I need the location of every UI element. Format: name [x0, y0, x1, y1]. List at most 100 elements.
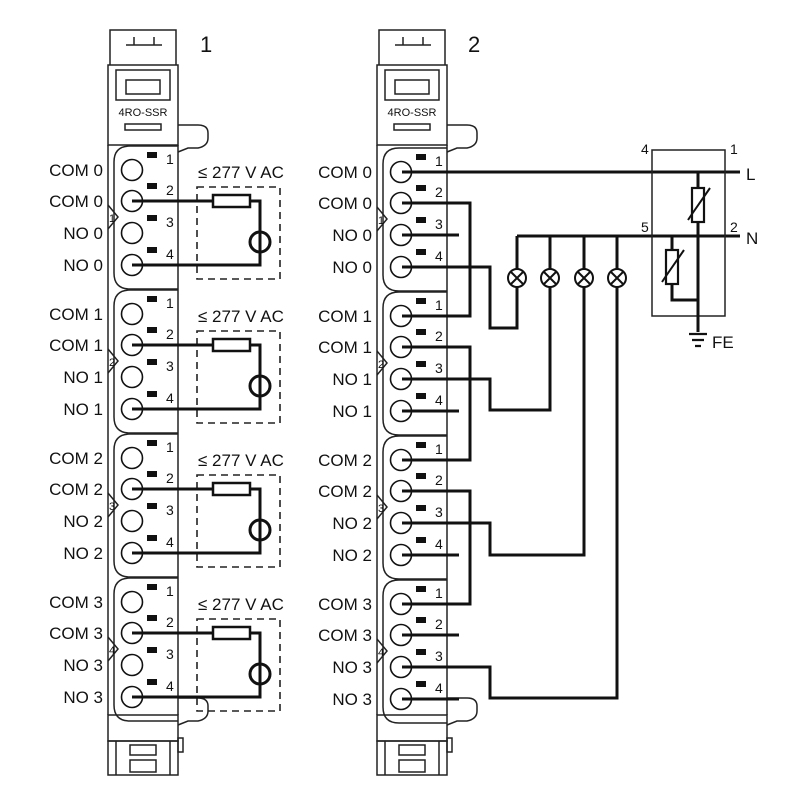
coil-icon [248, 518, 272, 542]
status-led-icon [147, 440, 157, 446]
status-led-icon [147, 247, 157, 253]
latch-housing [376, 64, 448, 146]
terminal-label: NO 3 [63, 656, 103, 675]
resistor-icon [211, 193, 252, 209]
protection-pin-label: 1 [730, 141, 738, 157]
pin-number: 3 [435, 216, 443, 232]
terminal-group [382, 579, 447, 724]
group-number: 1 [378, 215, 384, 227]
group-number: 1 [109, 213, 115, 225]
terminal-clamp [120, 590, 144, 614]
terminal-clamp [120, 509, 144, 533]
ground-icon [689, 332, 707, 348]
com-jumper [402, 489, 472, 606]
voltage-label: ≤ 277 V AC [198, 595, 284, 614]
pin-number: 3 [166, 358, 174, 374]
group-marker-icon [107, 204, 119, 230]
pin-number: 4 [435, 536, 443, 552]
group-number: 4 [109, 645, 115, 657]
bottom-tab [446, 737, 453, 753]
voltage-label: ≤ 277 V AC [198, 307, 284, 326]
pin-number: 4 [166, 534, 174, 550]
status-led-icon [416, 505, 426, 511]
pin-number: 3 [166, 646, 174, 662]
coil-icon [248, 230, 272, 254]
terminal-group [382, 147, 447, 292]
status-led-icon [416, 442, 426, 448]
status-led-icon [147, 215, 157, 221]
status-led-icon [147, 471, 157, 477]
terminal-label: NO 2 [63, 512, 103, 531]
group-marker-icon [107, 636, 119, 662]
label-slot [124, 123, 162, 131]
load-boundary [196, 186, 281, 280]
line-label: L [746, 165, 755, 184]
terminal-label: COM 0 [49, 192, 103, 211]
group-number: 2 [109, 357, 115, 369]
latch-housing [107, 64, 179, 146]
bottom-housing [107, 714, 179, 742]
pin-number: 2 [435, 184, 443, 200]
status-led-icon [147, 647, 157, 653]
status-led-icon [416, 249, 426, 255]
label-slot [393, 123, 431, 131]
resistor-icon [211, 481, 252, 497]
terminal-group [113, 433, 178, 578]
terminal-label: NO 0 [63, 256, 103, 275]
terminal-group [113, 577, 178, 722]
neutral-label: N [746, 229, 758, 248]
surge-protection-box [651, 149, 726, 317]
bottom-grip-icon [129, 759, 157, 773]
pin-number: 3 [166, 214, 174, 230]
status-led-icon [416, 473, 426, 479]
earth-label: FE [712, 333, 734, 352]
varistor-slash [661, 249, 685, 283]
status-led-icon [416, 329, 426, 335]
terminal-clamp [120, 446, 144, 470]
bottom-connector [376, 740, 448, 776]
diagram-1-number: 1 [200, 32, 212, 57]
load-boundary [196, 474, 281, 568]
varistor-slash [687, 187, 711, 221]
pin-number: 2 [435, 328, 443, 344]
side-hook-bottom [177, 697, 209, 726]
bottom-grip-icon [129, 744, 157, 756]
bottom-rails [115, 741, 171, 775]
status-led-icon [416, 361, 426, 367]
terminal-group [382, 435, 447, 580]
pin-number: 1 [435, 441, 443, 457]
status-led-icon [147, 359, 157, 365]
terminal-group [382, 291, 447, 436]
lamp-wire [402, 236, 552, 412]
pin-number: 1 [435, 585, 443, 601]
terminal-label: NO 0 [332, 226, 372, 245]
status-led-icon [416, 154, 426, 160]
com-jumper [402, 345, 472, 462]
group-marker-icon [107, 492, 119, 518]
terminal-label: COM 2 [49, 449, 103, 468]
bottom-grip-icon [398, 744, 426, 756]
terminal-label: NO 0 [332, 258, 372, 277]
status-led-icon [416, 537, 426, 543]
resistor-icon [211, 625, 252, 641]
status-led-icon [416, 185, 426, 191]
module-label: 4RO-SSR [388, 107, 437, 119]
status-led-icon [147, 183, 157, 189]
group-number: 2 [378, 359, 384, 371]
terminal-label: NO 1 [63, 368, 103, 387]
status-led-icon [147, 615, 157, 621]
pin-number: 1 [166, 583, 174, 599]
pin-number: 1 [435, 153, 443, 169]
pin-number: 2 [166, 470, 174, 486]
load-boundary [196, 618, 281, 712]
pin-number: 1 [166, 151, 174, 167]
terminal-label: COM 2 [49, 480, 103, 499]
status-led-icon [416, 298, 426, 304]
terminal-label: NO 3 [63, 688, 103, 707]
terminal-label: NO 1 [63, 400, 103, 419]
terminal-label: NO 0 [63, 224, 103, 243]
load-boundary [196, 330, 281, 424]
protection-pin-label: 5 [641, 219, 649, 235]
